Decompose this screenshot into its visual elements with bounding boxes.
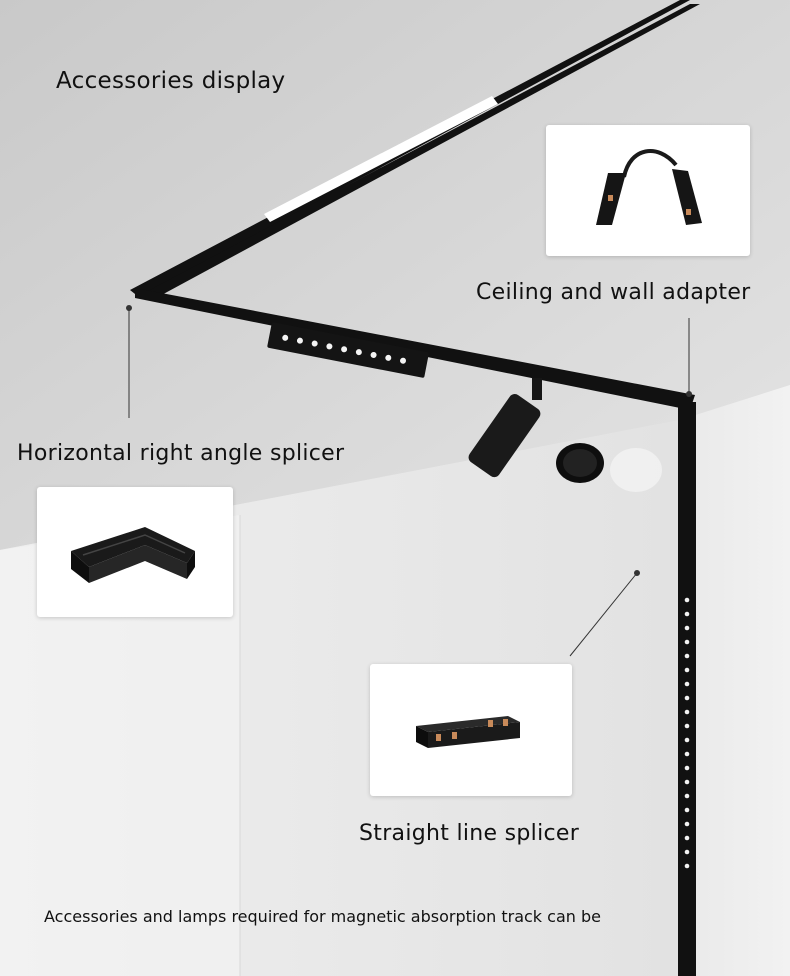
track-horizontal: [135, 288, 695, 410]
straight-splicer-icon: [416, 716, 520, 748]
right-angle-splicer-icon: [71, 527, 195, 583]
footer-text: Accessories and lamps required for magne…: [44, 907, 601, 926]
right-wall: [680, 385, 790, 976]
straight-splicer-card: [370, 664, 572, 796]
grille-lamp: [267, 322, 429, 378]
straight-splicer-label: Straight line splicer: [359, 821, 580, 846]
spotlight-lamp: [468, 378, 662, 492]
ceiling-adapter-label: Ceiling and wall adapter: [476, 280, 751, 305]
vertical-led-dots: [684, 597, 690, 869]
pointer-straight-splicer: [569, 572, 638, 657]
right-angle-splicer-card: [37, 487, 233, 617]
page-title: Accessories display: [56, 68, 286, 94]
track-diagonal-inner: [146, 4, 700, 298]
led-strip: [264, 96, 498, 222]
track-vertical: [678, 402, 696, 976]
ceiling-wall-adapter-icon: [596, 149, 702, 225]
right-angle-splicer-label: Horizontal right angle splicer: [17, 441, 345, 466]
ceiling-adapter-card: [546, 125, 750, 256]
